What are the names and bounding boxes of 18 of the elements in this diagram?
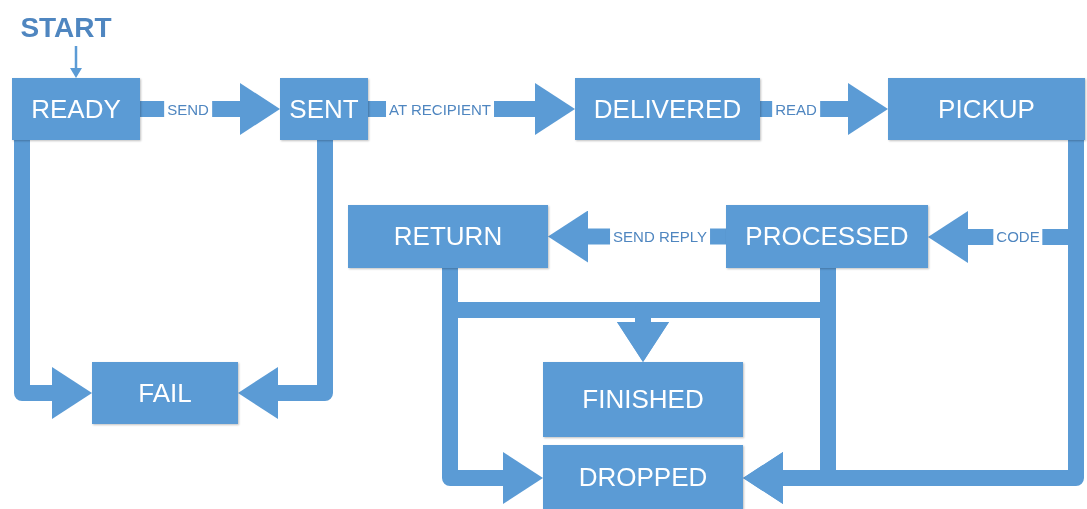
state-box: READY	[12, 78, 140, 140]
arrow	[14, 140, 92, 419]
arrow	[238, 140, 333, 419]
edge-label: CODE	[993, 228, 1043, 246]
edge-label: SEND REPLY	[610, 228, 710, 246]
state-box: SENT	[280, 78, 368, 140]
edge-label: AT RECIPIENT	[386, 101, 494, 119]
edge-label: SEND	[164, 101, 212, 119]
state-box: FAIL	[92, 362, 238, 424]
state-box: RETURN	[348, 205, 548, 268]
state-box: PICKUP	[888, 78, 1085, 140]
arrow	[70, 46, 82, 78]
state-box: PROCESSED	[726, 205, 928, 268]
state-box: FINISHED	[543, 362, 743, 437]
state-box: DELIVERED	[575, 78, 760, 140]
state-box: DROPPED	[543, 445, 743, 509]
edge-label: READ	[772, 101, 820, 119]
start-label: START	[18, 10, 114, 46]
